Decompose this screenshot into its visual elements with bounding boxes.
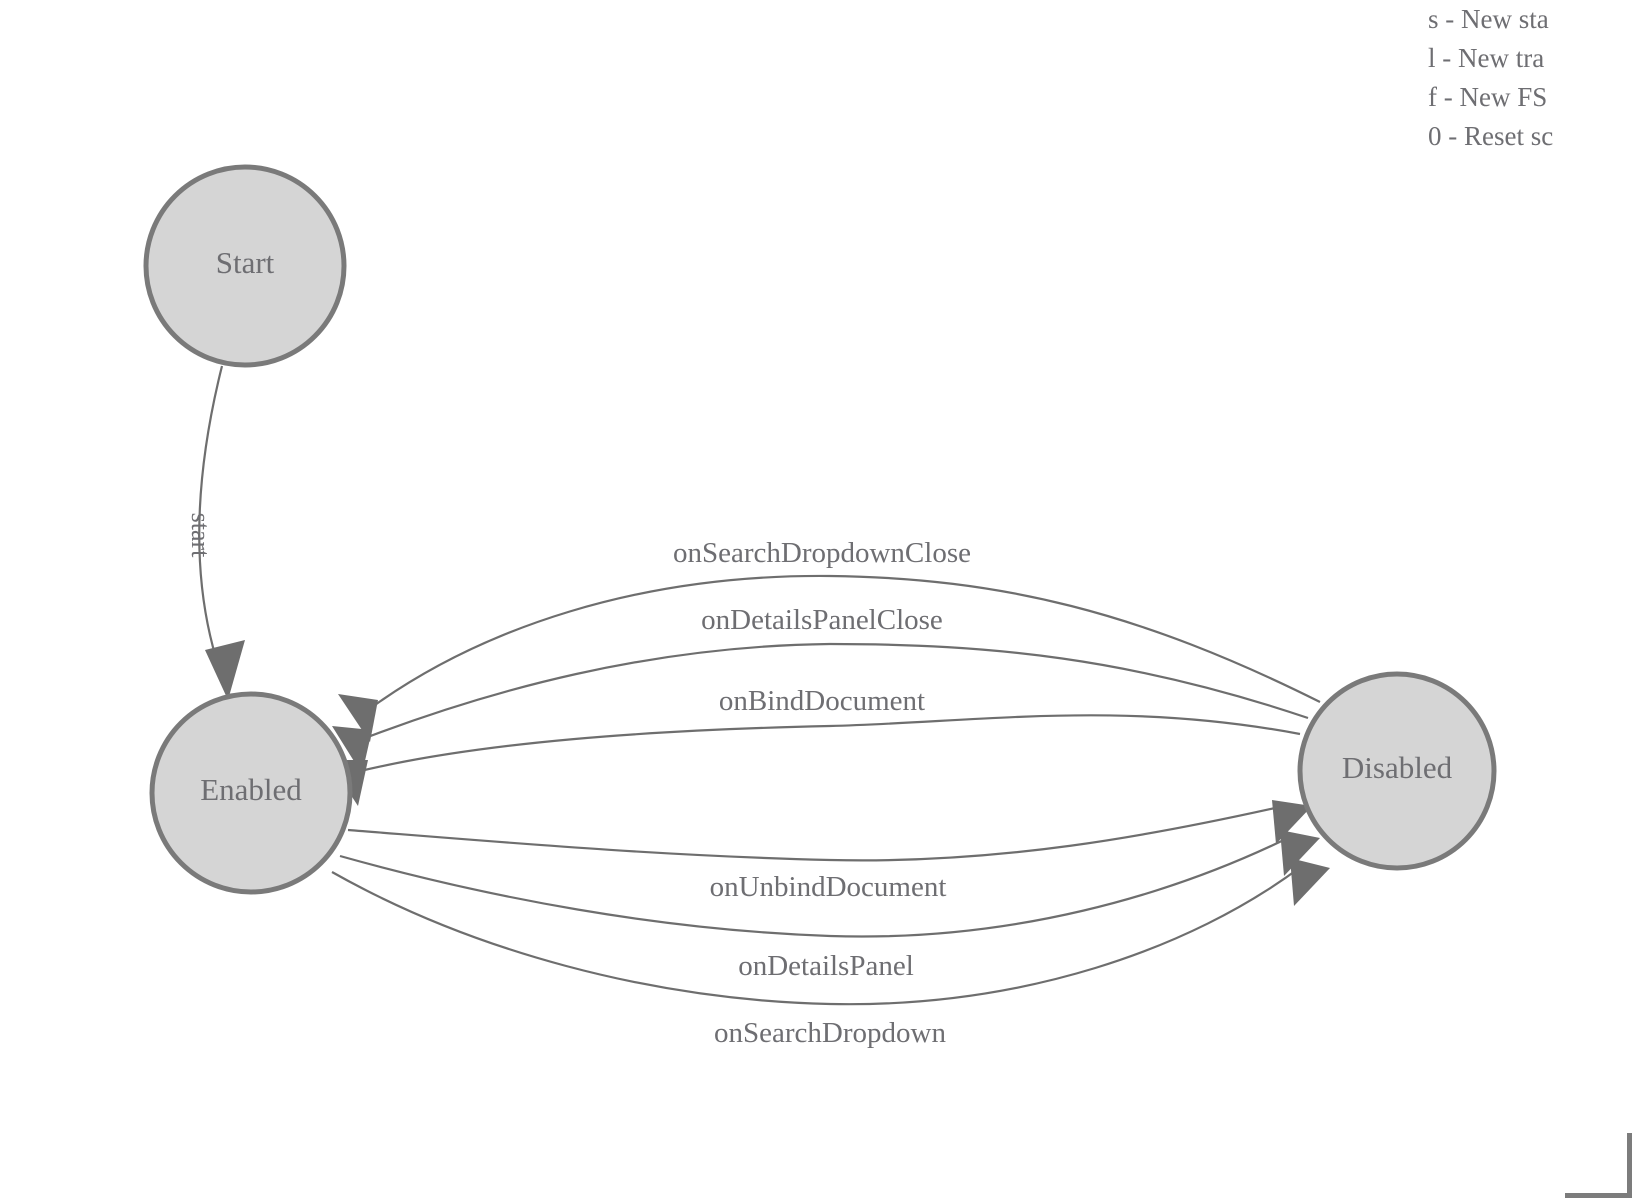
state-node-disabled[interactable]: Disabled [1297,671,1497,871]
state-node-enabled[interactable]: Enabled [149,691,353,895]
transition-onunbinddocument-path [347,804,1285,862]
transition-onsearchdropdown-label: onSearchDropdown [714,1017,946,1049]
transition-ondetailspanel-label: onDetailsPanel [738,950,914,982]
transition-onsearchdropdown[interactable] [331,858,1330,1006]
transition-ondetailspanelclose-label: onDetailsPanelClose [701,604,943,636]
canvas-corner-frame [1565,1133,1632,1198]
state-node-disabled-circle [1297,671,1497,871]
transition-onsearchdropdownclose-path [367,574,1321,711]
transition-start-arrowhead [205,640,245,700]
state-node-enabled-circle [149,691,353,895]
transition-ondetailspanelclose-path [359,642,1309,742]
state-node-disabled-label: Disabled [1342,750,1453,785]
shortcut-reset-scale: 0 - Reset sc [1428,121,1554,151]
shortcut-new-state: s - New sta [1428,4,1549,34]
transition-ondetailspanel-path [339,835,1293,938]
transition-onbinddocument-path [355,714,1301,774]
state-node-enabled-label: Enabled [200,772,302,807]
state-node-start-circle [143,164,347,368]
shortcut-new-fsm: f - New FS [1428,82,1548,112]
shortcut-new-transition: l - New tra [1428,43,1545,73]
keyboard-shortcuts-legend: s - New sta l - New tra f - New FS 0 - R… [1428,0,1632,156]
transition-ondetailspanel-arrowhead [1280,830,1320,876]
state-node-start-label: Start [216,245,275,280]
transition-onsearchdropdown-arrowhead [1290,858,1330,906]
transition-onunbinddocument[interactable] [347,800,1312,862]
transition-start[interactable] [198,365,245,700]
transition-onunbinddocument-label: onUnbindDocument [710,871,947,903]
transition-ondetailspanel[interactable] [339,830,1320,938]
transition-onbinddocument-label: onBindDocument [719,685,925,717]
transition-onsearchdropdown-path [331,865,1303,1006]
transition-onsearchdropdownclose-label: onSearchDropdownClose [673,537,971,569]
transition-onbinddocument[interactable] [328,714,1301,806]
transition-start-label: start [186,513,215,559]
transition-start-path [198,365,224,659]
state-node-start[interactable]: Start [143,164,347,368]
